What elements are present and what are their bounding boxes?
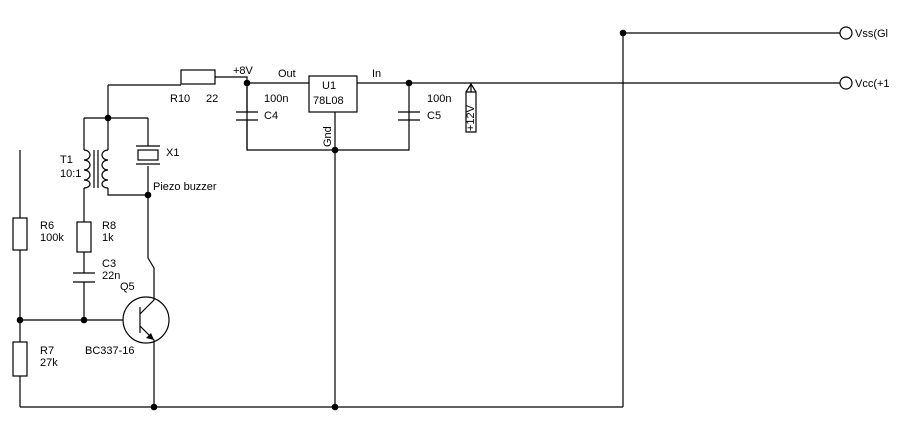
t1-value: 10:1 bbox=[60, 168, 81, 180]
c4-ref: C4 bbox=[264, 110, 278, 122]
c3-value: 22n bbox=[102, 270, 120, 282]
t1-ref: T1 bbox=[60, 154, 73, 166]
u1-value: 78L08 bbox=[313, 95, 344, 107]
node-label-in: In bbox=[372, 68, 381, 80]
node-label-gnd: Gnd bbox=[322, 126, 334, 147]
c3-ref: C3 bbox=[102, 258, 116, 270]
r10-ref: R10 bbox=[170, 93, 190, 105]
u1-ref: U1 bbox=[322, 80, 336, 92]
terminal-vss[interactable]: Vss(Gl bbox=[839, 26, 888, 40]
transistor-q5[interactable]: Q5 BC337-16 bbox=[85, 281, 170, 357]
resistor-r7[interactable]: R7 27k bbox=[12, 341, 58, 377]
x1-ref: X1 bbox=[166, 147, 179, 159]
regulator-u1[interactable]: U1 78L08 Gnd bbox=[308, 75, 358, 147]
c4-value: 100n bbox=[264, 93, 288, 105]
r6-ref: R6 bbox=[40, 220, 54, 232]
r7-ref: R7 bbox=[40, 345, 54, 357]
plus12v-label: +12V bbox=[465, 104, 477, 131]
q5-value: BC337-16 bbox=[85, 345, 135, 357]
wires bbox=[19, 32, 840, 408]
r8-value: 1k bbox=[102, 232, 114, 244]
terminal-vcc[interactable]: Vcc(+1 bbox=[839, 76, 890, 90]
capacitor-c5[interactable]: 100n C5 bbox=[398, 93, 451, 122]
terminal-vcc-label: Vcc(+1 bbox=[855, 78, 890, 90]
r7-value: 27k bbox=[40, 357, 58, 369]
r10-value: 22 bbox=[206, 93, 218, 105]
r6-value: 100k bbox=[40, 232, 64, 244]
piezo-buzzer-x1[interactable]: X1 Piezo buzzer bbox=[136, 145, 217, 193]
terminal-plus12v[interactable]: +12V bbox=[465, 82, 477, 133]
q5-ref: Q5 bbox=[120, 281, 135, 293]
resistor-r10[interactable]: R10 22 bbox=[170, 69, 218, 105]
junction-dots bbox=[16, 29, 627, 411]
transformer-t1[interactable]: T1 10:1 bbox=[60, 149, 109, 189]
x1-value: Piezo buzzer bbox=[153, 181, 217, 193]
resistor-r6[interactable]: R6 100k bbox=[12, 217, 64, 251]
node-label-out: Out bbox=[278, 68, 296, 80]
resistor-r8[interactable]: R8 1k bbox=[76, 220, 116, 253]
r8-ref: R8 bbox=[102, 220, 116, 232]
terminal-vss-label: Vss(Gl bbox=[855, 28, 888, 40]
c5-value: 100n bbox=[427, 93, 451, 105]
capacitor-c3[interactable]: C3 22n bbox=[73, 258, 120, 283]
node-label-plus8v: +8V bbox=[233, 65, 254, 77]
c5-ref: C5 bbox=[427, 110, 441, 122]
capacitor-c4[interactable]: 100n C4 bbox=[236, 93, 288, 122]
